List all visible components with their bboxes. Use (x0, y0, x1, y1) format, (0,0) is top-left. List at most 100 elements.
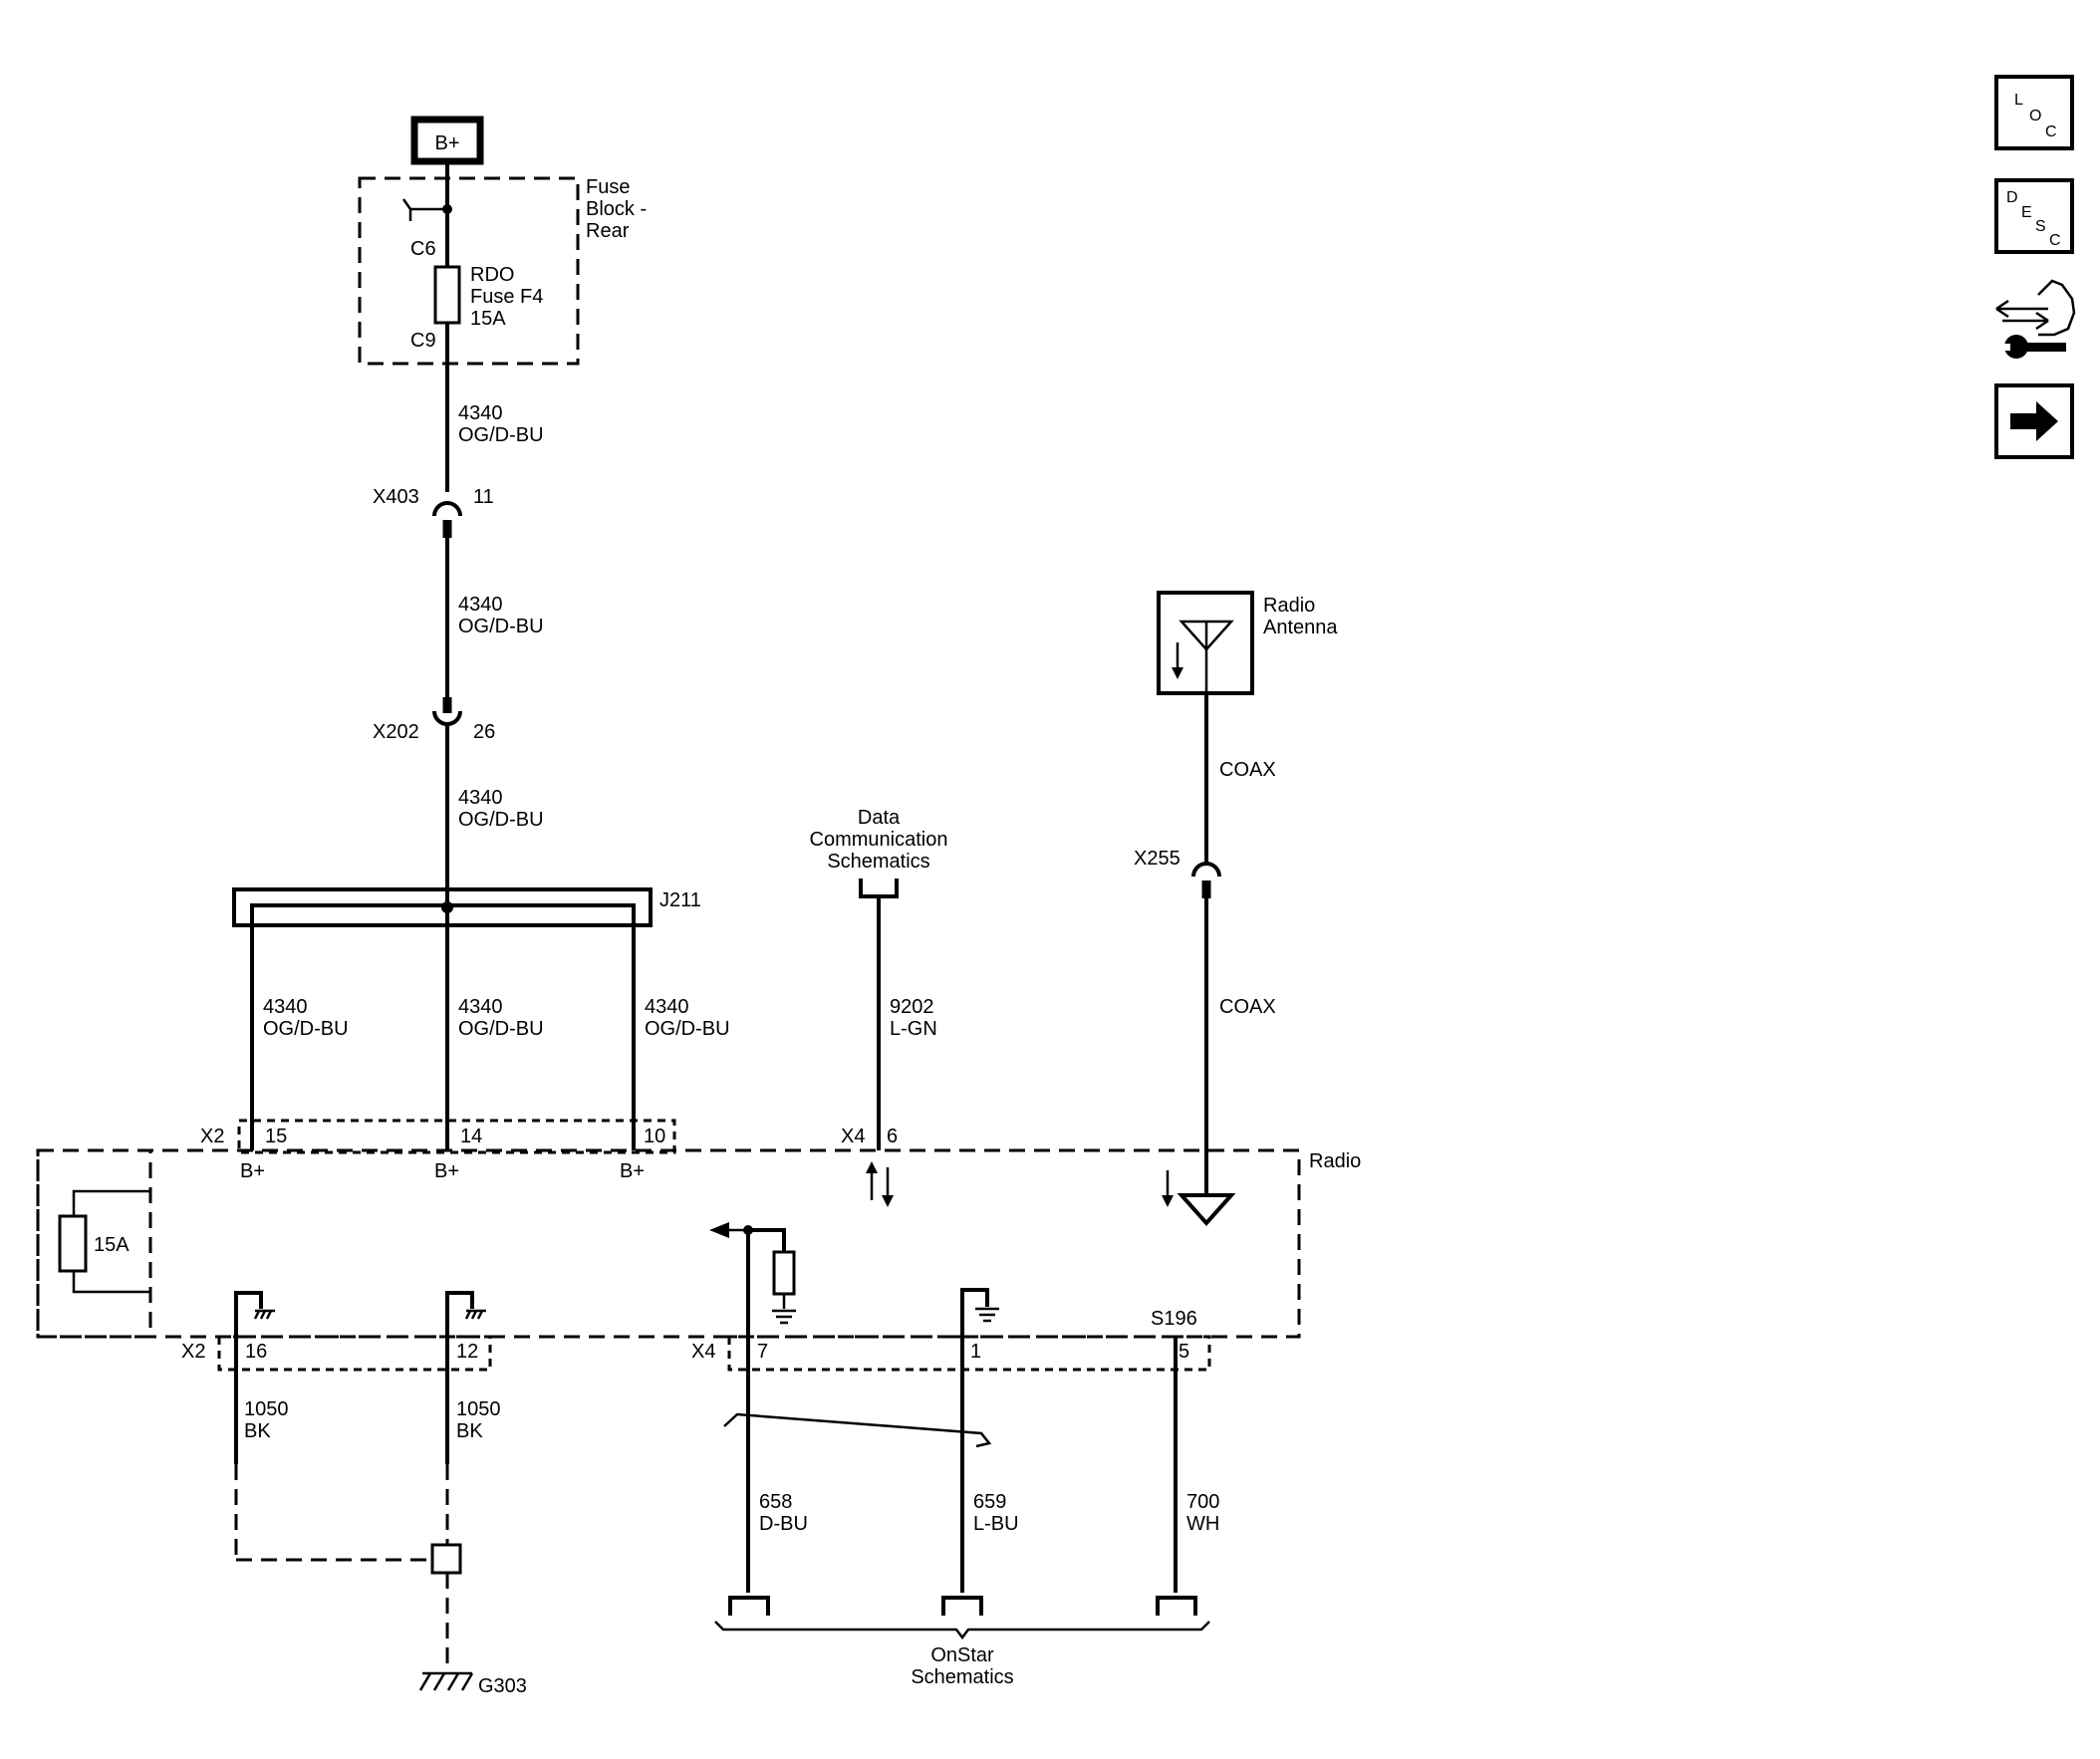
connector-x255: X255 (1134, 848, 1221, 898)
connector-x4-bottom-pin-1: 1 (970, 1341, 981, 1363)
wire-658-color: D-BU (759, 1513, 808, 1535)
fuse-pin-c6: C6 (410, 238, 436, 260)
wire-700-color: WH (1186, 1513, 1219, 1535)
connector-repair-icon[interactable] (1995, 279, 2076, 359)
wire-4340-color-left: OG/D-BU (263, 1018, 349, 1040)
wire-1050-right-color: BK (456, 1420, 483, 1442)
right-arrow-icon (2010, 401, 2058, 441)
wire-9202-color: L-GN (890, 1018, 937, 1040)
connector-x202-pin: 26 (473, 721, 495, 743)
wire-1050-right-circuit: 1050 (456, 1398, 501, 1420)
data-comm-label-3: Schematics (827, 851, 929, 873)
fuse-block-title-1: Fuse (586, 176, 630, 198)
wire-1050-left-color: BK (244, 1420, 271, 1442)
radio-bplus-left: B+ (240, 1160, 265, 1182)
wire-4340-color-mid: OG/D-BU (458, 1018, 544, 1040)
location-icon-letter-l: L (2014, 92, 2023, 109)
fuse-block-title-3: Rear (586, 220, 630, 242)
connector-x4-top: X4 6 (841, 1126, 898, 1147)
coax-label-upper: COAX (1219, 759, 1276, 781)
connector-x2-bottom: X2 16 12 (181, 1335, 492, 1372)
wire-4340-circuit-left: 4340 (263, 996, 308, 1018)
wire-4340-circuit-right: 4340 (645, 996, 689, 1018)
radio-bplus-right: B+ (620, 1160, 645, 1182)
radio-antenna-label-2: Antenna (1263, 617, 1338, 638)
wire-659-circuit: 659 (973, 1491, 1006, 1513)
wire-4340-color-3: OG/D-BU (458, 809, 544, 831)
connector-x4-bottom-pin-7: 7 (757, 1341, 768, 1363)
description-icon[interactable]: D E S C (1994, 178, 2074, 254)
description-icon-letter-d: D (2006, 189, 2018, 206)
twisted-pair-marker (723, 1412, 992, 1448)
location-icon[interactable]: L O C (1994, 75, 2074, 150)
radio-antenna-label-1: Radio (1263, 595, 1315, 617)
wire-4340-circuit-3: 4340 (458, 787, 503, 809)
connector-x4-bottom-name: X4 (691, 1341, 715, 1363)
splice-pack-j211-name: J211 (659, 889, 701, 911)
battery-positive-label: B+ (434, 132, 459, 154)
radio-antenna: Radio Antenna (1157, 591, 1338, 695)
radio-module-label: Radio (1309, 1150, 1361, 1172)
rdo-fuse-label-3: 15A (470, 308, 506, 330)
connector-x2-top-pin-14: 14 (460, 1126, 482, 1147)
wire-4340-circuit-1: 4340 (458, 402, 503, 424)
wire-658-circuit: 658 (759, 1491, 792, 1513)
ground-g303-label: G303 (478, 1675, 527, 1697)
wire-4340-circuit-2: 4340 (458, 594, 503, 616)
wire-659-color: L-BU (973, 1513, 1019, 1535)
connector-x4-bottom: X4 7 1 5 (691, 1335, 1211, 1372)
connector-x403-name: X403 (373, 486, 419, 508)
wire-9202-circuit: 9202 (890, 996, 934, 1018)
connector-x2-top-pin-15: 15 (265, 1126, 287, 1147)
connector-x202-name: X202 (373, 721, 419, 743)
connector-x2-top-pin-10: 10 (644, 1126, 665, 1147)
connector-x2-top-name: X2 (200, 1126, 224, 1147)
data-comm-label-1: Data (858, 807, 901, 829)
connector-x403: X403 11 (373, 486, 494, 538)
radio-internal-fuse-symbol (58, 1214, 88, 1273)
ground-splice-block (430, 1543, 462, 1575)
coax-label-lower: COAX (1219, 996, 1276, 1018)
fuse-block-rear: Fuse Block - Rear C6 RDO Fuse F4 15A C9 (358, 176, 647, 366)
location-icon-letter-o: O (2029, 108, 2041, 125)
wire-4340-circuit-mid: 4340 (458, 996, 503, 1018)
description-icon-letter-s: S (2035, 218, 2046, 235)
connector-x4-top-pin-6: 6 (887, 1126, 898, 1147)
fuse-pin-c9: C9 (410, 330, 436, 352)
battery-positive-source: B+ (410, 116, 484, 165)
connector-x2-bottom-pin-16: 16 (245, 1341, 267, 1363)
data-communication-reference: Data Communication Schematics (810, 807, 948, 898)
radio-internal-fuse-label: 15A (94, 1234, 130, 1256)
fuse-block-title-2: Block - (586, 198, 647, 220)
radio-bplus-mid: B+ (434, 1160, 459, 1182)
onstar-reference: OnStar Schematics (714, 1596, 1210, 1688)
connector-x4-bottom-pin-5: 5 (1179, 1341, 1189, 1363)
rdo-fuse-symbol (433, 265, 461, 325)
wire-4340-color-2: OG/D-BU (458, 616, 544, 637)
connector-x2-bottom-pin-12: 12 (456, 1341, 478, 1363)
onstar-label-1: OnStar (930, 1644, 994, 1666)
description-icon-letter-e: E (2021, 204, 2032, 221)
splice-pack-j211: J211 (232, 887, 701, 1150)
splice-s196-label: S196 (1151, 1308, 1197, 1330)
rdo-fuse-label-1: RDO (470, 264, 514, 286)
location-icon-letter-c: C (2045, 124, 2057, 140)
onstar-label-2: Schematics (911, 1666, 1013, 1688)
ground-g303: G303 (418, 1671, 527, 1697)
connector-x4-top-name: X4 (841, 1126, 865, 1147)
radio-antenna-input-symbol (1177, 1193, 1236, 1227)
connector-x255-name: X255 (1134, 848, 1181, 870)
connector-x403-pin: 11 (473, 486, 494, 508)
data-comm-label-2: Communication (810, 829, 948, 851)
radio-module: Radio B+ B+ B+ 15A S196 (36, 1148, 1361, 1339)
next-page-icon[interactable] (1994, 383, 2074, 459)
wire-4340-color-right: OG/D-BU (645, 1018, 730, 1040)
wire-700-circuit: 700 (1186, 1491, 1219, 1513)
wire-1050-left-circuit: 1050 (244, 1398, 289, 1420)
rdo-fuse-label-2: Fuse F4 (470, 286, 543, 308)
wire-4340-color-1: OG/D-BU (458, 424, 544, 446)
description-icon-letter-c: C (2049, 232, 2061, 249)
connector-x2-bottom-name: X2 (181, 1341, 205, 1363)
connector-x202: X202 26 (373, 697, 495, 743)
